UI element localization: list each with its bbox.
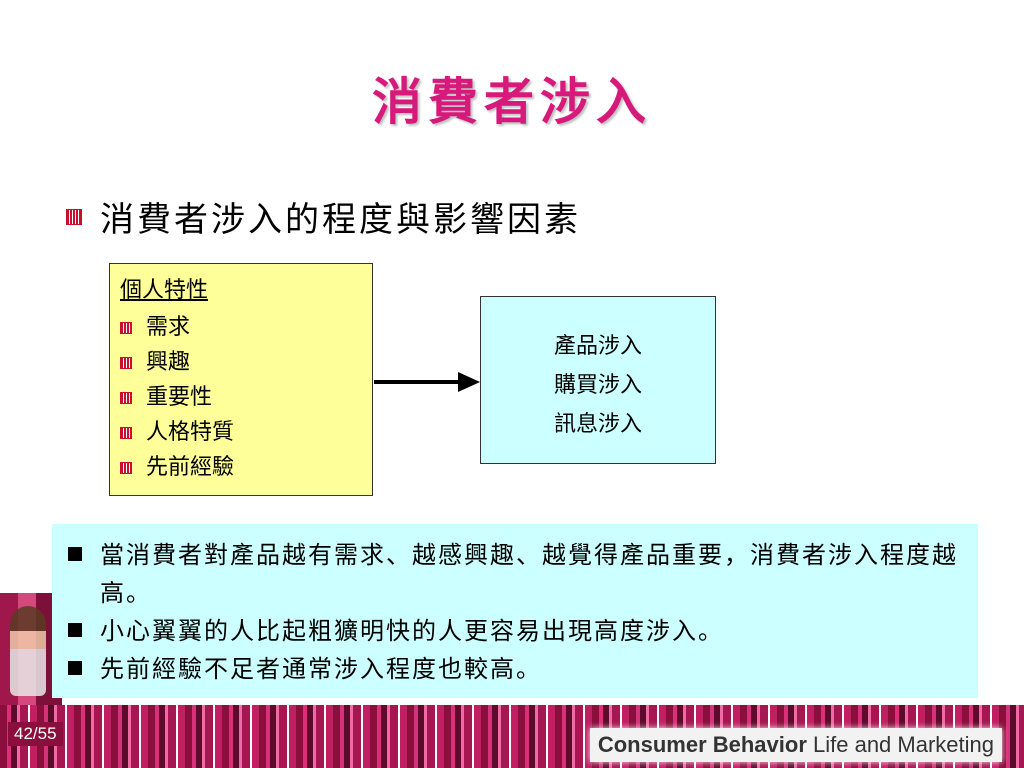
bullet-square-icon [120, 426, 132, 439]
bullet-square-icon [120, 391, 132, 404]
involvement-type: 產品涉入 [553, 334, 642, 359]
summary-notes-box: 當消費者對產品越有需求、越感興趣、越覺得產品重要，消費者涉入程度越高。 小心翼翼… [52, 524, 978, 698]
footer-brand-rest: Life and Marketing [806, 732, 994, 757]
note-item: 小心翼翼的人比起粗獷明快的人更容易出現高度涉入。 [68, 612, 962, 650]
personal-traits-heading: 個人特性 [120, 278, 209, 303]
bullet-square-icon [120, 321, 132, 334]
trait-item: 人格特質 [120, 415, 362, 450]
trait-item: 重要性 [120, 380, 362, 415]
trait-label: 興趣 [146, 350, 191, 375]
note-item: 先前經驗不足者通常涉入程度也較高。 [68, 650, 962, 688]
trait-item: 需求 [120, 310, 362, 345]
involvement-type: 訊息涉入 [553, 412, 642, 437]
page-number: 42/55 [8, 722, 63, 746]
main-bullet-text: 消費者涉入的程度與影響因素 [100, 200, 581, 240]
note-text: 小心翼翼的人比起粗獷明快的人更容易出現高度涉入。 [100, 617, 724, 645]
slide-title: 消費者涉入 [372, 72, 652, 131]
trait-label: 需求 [146, 315, 191, 340]
note-item: 當消費者對產品越有需求、越感興趣、越覺得產品重要，消費者涉入程度越高。 [68, 536, 962, 612]
trait-item: 先前經驗 [120, 450, 362, 485]
main-bullet: 消費者涉入的程度與影響因素 [66, 192, 581, 241]
personal-traits-box: 個人特性 需求 興趣 重要性 人格特質 先前經驗 [109, 263, 373, 496]
involvement-types-box: 產品涉入 購買涉入 訊息涉入 [480, 296, 716, 464]
note-text: 當消費者對產品越有需求、越感興趣、越覺得產品重要，消費者涉入程度越高。 [100, 541, 958, 607]
trait-label: 重要性 [146, 385, 213, 410]
arrow-right-icon [374, 380, 460, 384]
bullet-square-icon [120, 461, 132, 474]
bullet-square-icon [68, 547, 82, 561]
arrow-head-icon [458, 372, 480, 392]
shopper-figure-icon [10, 606, 46, 696]
footer-brand-bold: Consumer Behavior [597, 732, 807, 757]
trait-label: 人格特質 [146, 420, 235, 445]
involvement-type: 購買涉入 [553, 373, 642, 398]
trait-label: 先前經驗 [146, 455, 235, 480]
trait-item: 興趣 [120, 345, 362, 380]
bullet-square-icon [68, 623, 82, 637]
bullet-square-icon [66, 208, 82, 225]
note-text: 先前經驗不足者通常涉入程度也較高。 [100, 655, 542, 683]
footer-brand: Consumer Behavior Life and Marketing [589, 728, 1002, 762]
bullet-square-icon [120, 356, 132, 369]
bullet-square-icon [68, 661, 82, 675]
